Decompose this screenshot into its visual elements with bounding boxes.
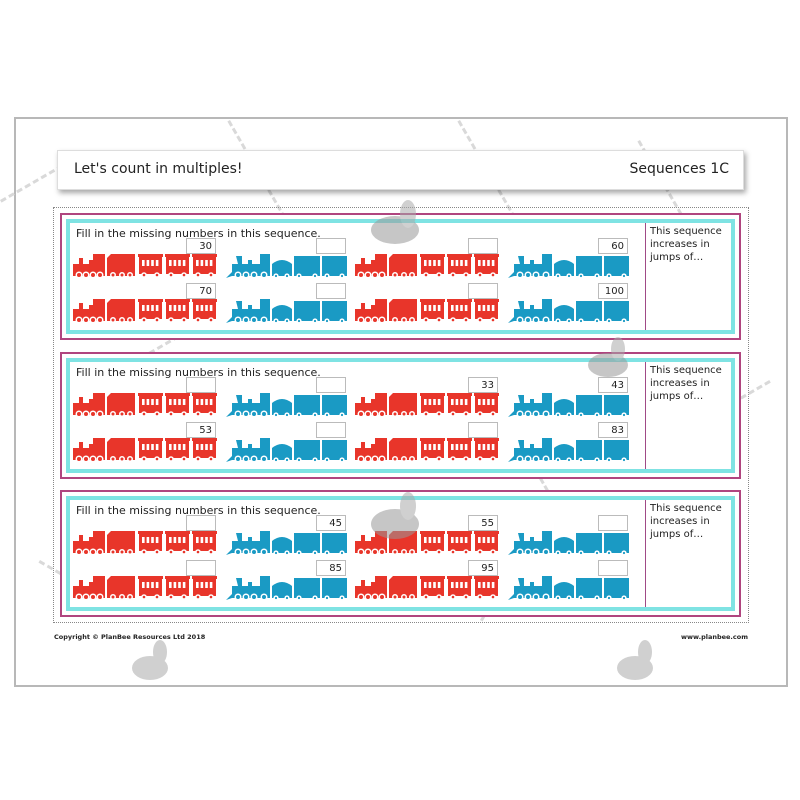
bee-watermark-icon xyxy=(132,640,168,680)
copyright: Copyright © PlanBee Resources Ltd 2018 xyxy=(54,633,206,641)
header-bar: Let's count in multiples! Sequences 1C xyxy=(57,150,744,190)
panel-content: Fill in the missing numbers in this sequ… xyxy=(70,223,731,330)
page-title: Let's count in multiples! xyxy=(74,161,243,177)
number-box: 33 xyxy=(468,377,498,393)
number-box: 60 xyxy=(598,238,628,254)
missing-number-box[interactable] xyxy=(316,377,346,393)
bee-watermark-icon xyxy=(617,640,653,680)
blue-train-icon xyxy=(226,389,348,423)
red-train-icon xyxy=(353,572,501,606)
red-train-icon xyxy=(353,434,501,468)
number-box: 95 xyxy=(468,560,498,576)
instruction: Fill in the missing numbers in this sequ… xyxy=(76,227,321,240)
blue-train-icon xyxy=(508,295,630,329)
missing-number-box[interactable] xyxy=(316,283,346,299)
blue-train-icon xyxy=(508,434,630,468)
number-box: 53 xyxy=(186,422,216,438)
red-train-icon xyxy=(71,295,219,329)
sequence-panel: Fill in the missing numbers in this sequ… xyxy=(60,352,741,479)
red-train-icon xyxy=(353,250,501,284)
number-box: 30 xyxy=(186,238,216,254)
instruction: Fill in the missing numbers in this sequ… xyxy=(76,504,321,517)
jumps-note: This sequence increases in jumps of… xyxy=(650,503,722,540)
instruction: Fill in the missing numbers in this sequ… xyxy=(76,366,321,379)
jumps-note: This sequence increases in jumps of… xyxy=(650,365,722,402)
missing-number-box[interactable] xyxy=(598,560,628,576)
blue-train-icon xyxy=(226,295,348,329)
missing-number-box[interactable] xyxy=(186,515,216,531)
number-box: 100 xyxy=(598,283,628,299)
panel-frame: Fill in the missing numbers in this sequ… xyxy=(66,358,735,473)
number-box: 70 xyxy=(186,283,216,299)
missing-number-box[interactable] xyxy=(186,377,216,393)
number-box: 55 xyxy=(468,515,498,531)
bee-watermark-icon xyxy=(588,337,628,377)
missing-number-box[interactable] xyxy=(316,238,346,254)
number-box: 43 xyxy=(598,377,628,393)
blue-train-icon xyxy=(508,527,630,561)
red-train-icon xyxy=(353,295,501,329)
bee-watermark-icon xyxy=(371,200,419,244)
blue-train-icon xyxy=(226,572,348,606)
red-train-icon xyxy=(71,527,219,561)
red-train-icon xyxy=(71,250,219,284)
red-train-icon xyxy=(71,434,219,468)
number-box: 85 xyxy=(316,560,346,576)
red-train-icon xyxy=(353,389,501,423)
blue-train-icon xyxy=(226,250,348,284)
red-train-icon xyxy=(71,389,219,423)
page-subtitle: Sequences 1C xyxy=(629,161,729,177)
jumps-note: This sequence increases in jumps of… xyxy=(650,226,722,263)
divider xyxy=(645,500,646,607)
blue-train-icon xyxy=(226,434,348,468)
red-train-icon xyxy=(353,527,501,561)
missing-number-box[interactable] xyxy=(468,283,498,299)
red-train-icon xyxy=(71,572,219,606)
blue-train-icon xyxy=(508,389,630,423)
missing-number-box[interactable] xyxy=(598,515,628,531)
bee-watermark-icon xyxy=(371,492,419,539)
panel-content: Fill in the missing numbers in this sequ… xyxy=(70,362,731,469)
number-box: 83 xyxy=(598,422,628,438)
missing-number-box[interactable] xyxy=(468,422,498,438)
number-box: 45 xyxy=(316,515,346,531)
divider xyxy=(645,362,646,469)
missing-number-box[interactable] xyxy=(316,422,346,438)
website: www.planbee.com xyxy=(681,633,748,641)
blue-train-icon xyxy=(508,250,630,284)
blue-train-icon xyxy=(508,572,630,606)
divider xyxy=(645,223,646,330)
missing-number-box[interactable] xyxy=(468,238,498,254)
missing-number-box[interactable] xyxy=(186,560,216,576)
blue-train-icon xyxy=(226,527,348,561)
